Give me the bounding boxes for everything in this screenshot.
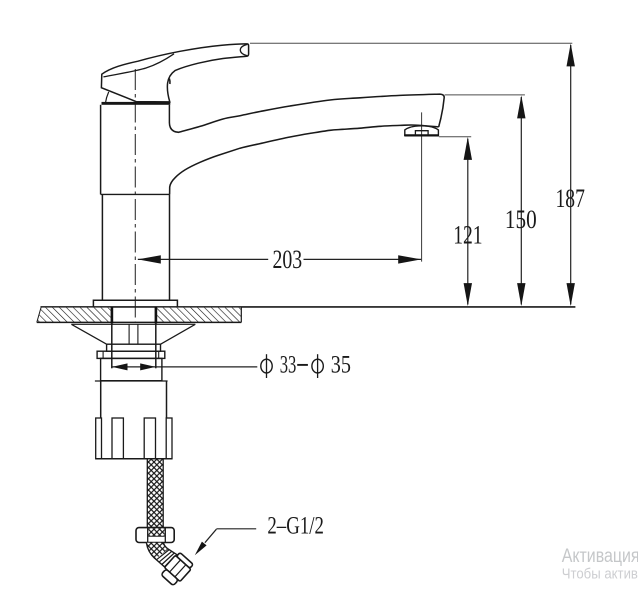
- svg-text:150: 150: [505, 204, 537, 234]
- svg-text:187: 187: [556, 183, 585, 213]
- svg-text:121: 121: [453, 220, 482, 250]
- svg-text:33: 33: [280, 351, 297, 378]
- svg-text:Активация Windows: Активация Windows: [562, 546, 638, 567]
- svg-text:Чтобы активировать Windows, пе: Чтобы активировать Windows, перейдите: [562, 565, 638, 582]
- svg-text:2–G1/2: 2–G1/2: [267, 511, 324, 540]
- svg-text:35: 35: [331, 351, 351, 378]
- svg-text:203: 203: [272, 244, 302, 274]
